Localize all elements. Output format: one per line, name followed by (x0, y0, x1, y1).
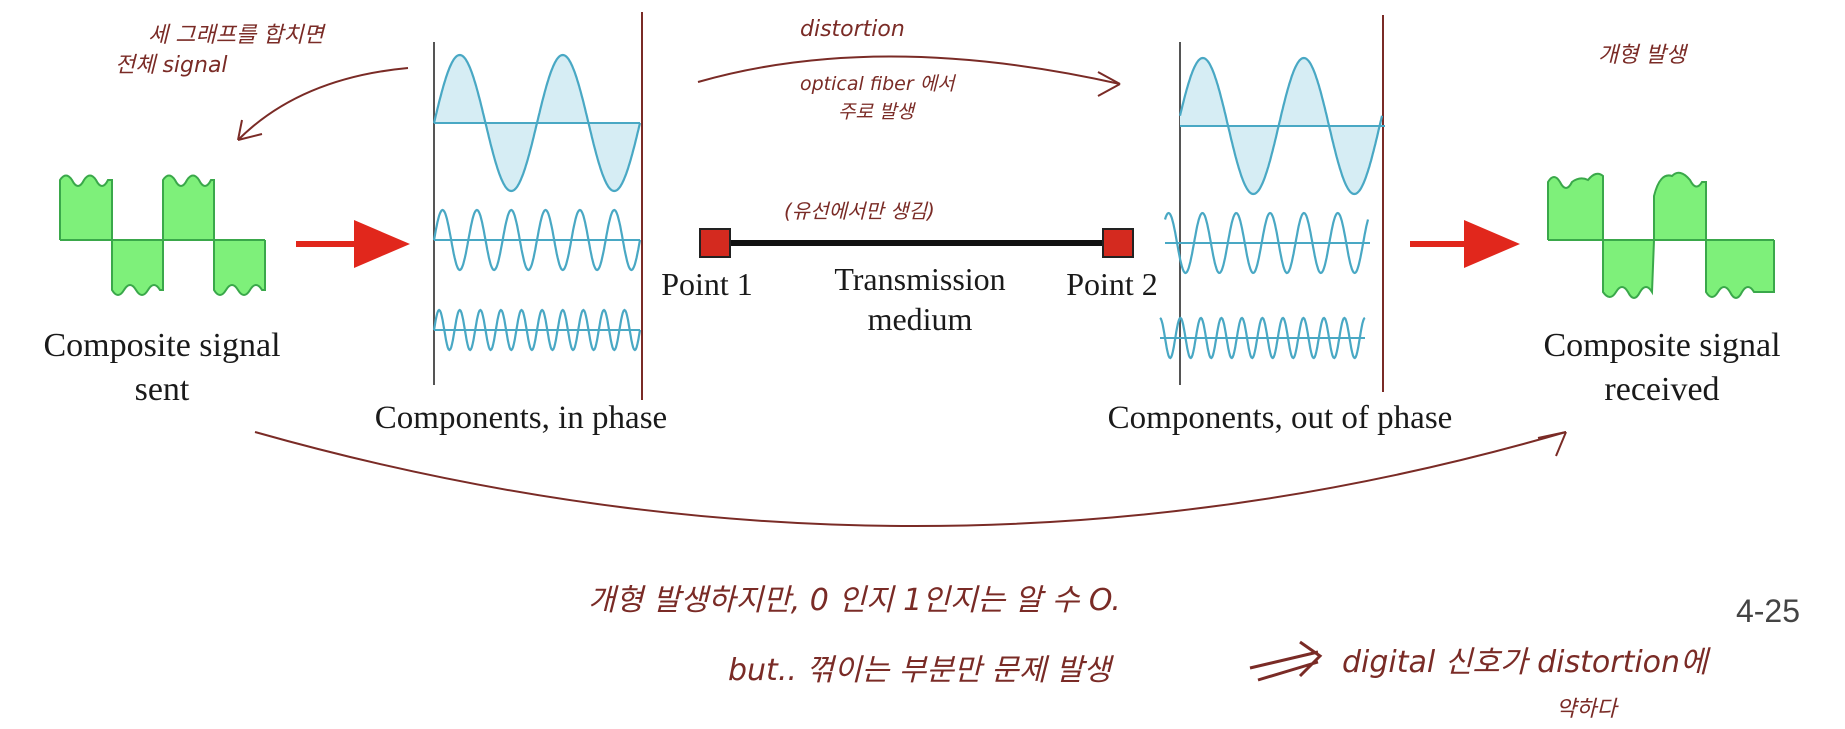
composite-sent-label-line2: sent (135, 371, 190, 408)
components-out-of-phase-label: Components, out of phase (1108, 400, 1453, 436)
handwritten-annotations: 세 그래프를 합치면 전체 signal distortion optical … (115, 17, 1711, 722)
annotation-top-right: 개형 발생 (1598, 43, 1689, 68)
arrow-to-components (296, 220, 410, 268)
arrow-to-received (1410, 220, 1520, 268)
wave-line (1163, 211, 1370, 275)
wave-line (432, 308, 642, 352)
components-out-of-phase: Components, out of phase (1108, 15, 1453, 436)
in-phase-component-wave-2 (432, 208, 642, 272)
composite-signal-received: Composite signal received (1543, 171, 1781, 408)
wave-line (432, 53, 642, 193)
components-in-phase: Components, in phase (375, 12, 667, 436)
composite-received-label-line1: Composite signal (1543, 327, 1780, 364)
out-phase-component-wave-1 (1178, 56, 1385, 196)
annotation-bottom-line1: 개형 발생하지만, 0 인지 1인지는 알 수 O. (588, 583, 1121, 618)
annotation-bottom-line2-right: digital 신호가 distortion에 (1342, 645, 1711, 680)
composite-received-label-line2: received (1604, 371, 1719, 408)
annotation-double-arrow-icon (1249, 640, 1323, 682)
annotation-curved-arrow-distortion (697, 55, 1121, 85)
out-phase-component-wave-3 (1159, 316, 1366, 360)
annotation-curved-arrow-left (237, 67, 409, 141)
red-arrowhead-icon (354, 220, 410, 268)
composite-signal-sent: Composite signal sent (43, 174, 281, 408)
annotation-bottom-line3: 약하다 (1556, 697, 1619, 722)
out-phase-component-wave-2 (1163, 211, 1370, 275)
annotation-big-bottom-arrow (254, 431, 1567, 527)
point1-label: Point 1 (661, 266, 753, 302)
annotation-optical-fiber-line1: optical fiber 에서 (800, 73, 957, 95)
composite-received-waveform (1547, 171, 1775, 299)
annotation-top-left-line2: 전체 signal (115, 53, 228, 78)
transmission-label-line2: medium (868, 301, 973, 337)
annotation-distortion: distortion (800, 17, 905, 42)
red-arrowhead-icon (1464, 220, 1520, 268)
transmission-medium: Point 1 Transmission medium Point 2 (661, 228, 1158, 337)
annotation-top-left-line1: 세 그래프를 합치면 (148, 23, 327, 48)
in-phase-component-wave-1 (432, 53, 642, 193)
in-phase-component-wave-3 (432, 308, 642, 352)
transmission-label-line1: Transmission (834, 261, 1005, 297)
composite-sent-label-line1: Composite signal (43, 327, 280, 364)
annotation-optical-fiber-line2: 주로 발생 (838, 101, 916, 123)
wave-line (432, 208, 642, 272)
wave-line (1159, 316, 1366, 360)
annotation-bottom-line2-left: but.. 꺾이는 부분만 문제 발생 (728, 653, 1114, 688)
point1-box (699, 228, 731, 258)
wave-line (1178, 56, 1384, 196)
annotation-wired-only: (유선에서만 생김) (784, 199, 935, 223)
components-in-phase-label: Components, in phase (375, 400, 667, 436)
composite-sent-waveform (59, 174, 266, 296)
point2-box (1102, 228, 1134, 258)
point2-label: Point 2 (1066, 266, 1158, 302)
page-number: 4-25 (1736, 593, 1800, 629)
